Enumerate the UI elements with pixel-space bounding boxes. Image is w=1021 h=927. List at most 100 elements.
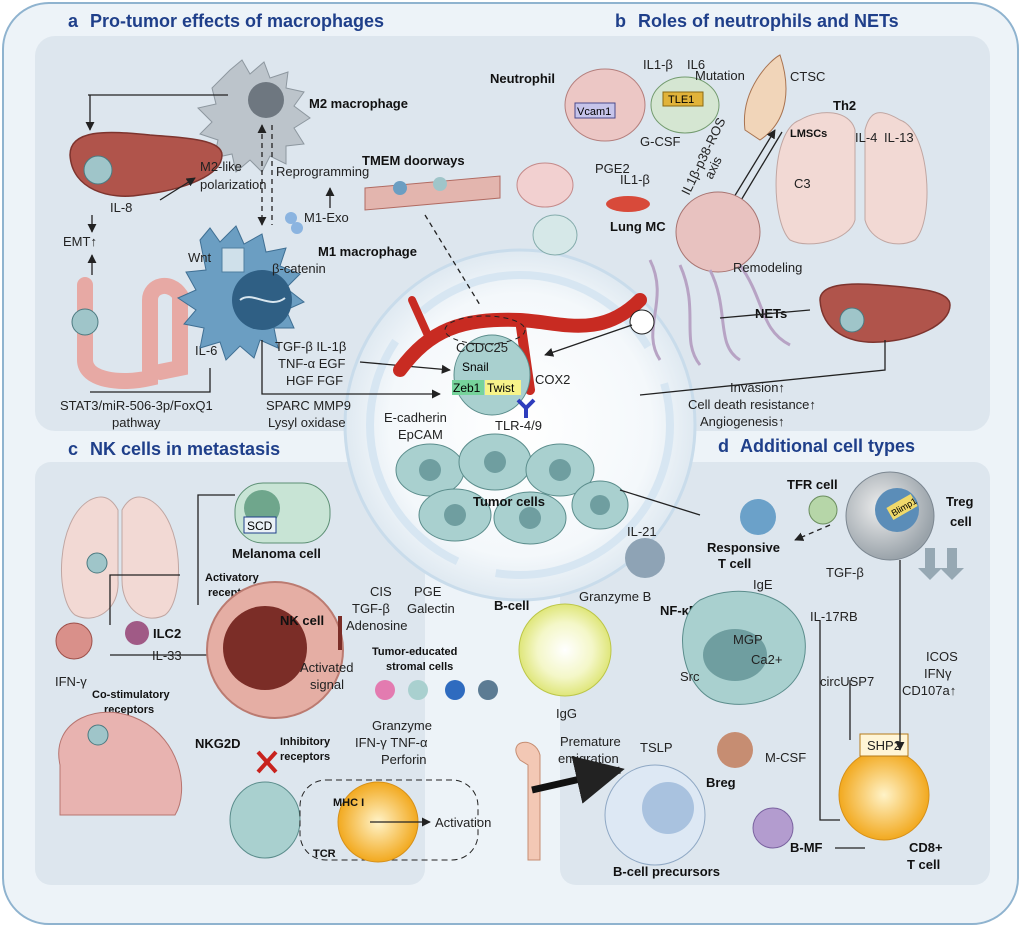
ifng-label-d: IFNγ [924,666,952,681]
m1-macrophage-label: M1 macrophage [318,244,417,259]
colon-icon [77,277,188,389]
lysyl-oxidase-label: Lysyl oxidase [268,415,346,430]
activated-label: Activated [300,660,353,675]
il13-label: IL-13 [884,130,914,145]
pathway-label: pathway [112,415,161,430]
inhibitory-label: Inhibitory [280,736,331,748]
ctsc-label: CTSC [790,69,825,84]
arrow-down-icon [918,548,942,580]
panel-b: Neutrophil Vcam1 IL1-β IL6 TLE1 G-CSF Mu… [490,54,951,429]
m2-macrophage-label: M2 macrophage [309,96,408,111]
lmscs-label: LMSCs [790,128,827,140]
galectin-label: Galectin [407,601,455,616]
scd-label: SCD [247,519,273,533]
tmem-vessel-icon [364,175,501,211]
angiogenesis-label: Angiogenesis↑ [700,414,785,429]
polarization-label: polarization [200,177,267,192]
igg-label: IgG [556,706,577,721]
tumor-niche-ring [366,271,674,579]
ifn-tnf-label: IFN-γ TNF-α [355,735,428,750]
tumor-cell-icon-c [229,781,301,859]
factors-line3: HGF FGF [286,373,343,388]
emigration-label: emigration [558,751,619,766]
mgp-label: MGP [733,632,763,647]
melanoma-cell-label: Melanoma cell [232,546,321,561]
responsive-label-2: T cell [718,556,751,571]
stromal-label-2: stromal cells [386,661,453,673]
inhibitory-label-2: receptors [280,751,330,763]
breg-label: Breg [706,775,736,790]
activatory-receptors-label: Activatory [205,572,260,584]
ifng-cell-icon [55,622,93,660]
tumor-mass-icon [395,433,629,545]
il4-label: IL-4 [855,130,877,145]
panel-a-title: Pro-tumor effects of macrophages [90,11,384,31]
tfr-cell-icon [808,495,838,525]
center-tumor: CCDC25 Snail Zeb1 Twist COX2 TLR-4/9 E-c… [384,293,647,545]
perforin-label: Perforin [381,752,427,767]
m1-exo-label: M1-Exo [304,210,349,225]
block-x-icon [256,750,278,774]
gcsf-label: G-CSF [640,134,681,149]
il21-label: IL-21 [627,524,657,539]
nets-fibers-icon [648,259,791,366]
snail-label: Snail [462,360,489,374]
cd107a-label: CD107a↑ [902,683,956,698]
lungs-icon [775,112,856,245]
panel-c-title: NK cells in metastasis [90,439,280,459]
tumor-cluster-icon [83,155,113,185]
b-mf-icon [752,807,794,849]
pge2-label: PGE2 [595,161,630,176]
cell-death-label: Cell death resistance↑ [688,397,816,412]
tslp-label: TSLP [640,740,673,755]
costim-label: Co-stimulatory [92,689,171,701]
wnt-receptor-icon [221,247,245,273]
lung-mc-icon [606,196,650,212]
pge2-cell-icon [516,162,574,208]
tumor-cells-label: Tumor cells [473,494,545,509]
ctsc-icon [743,54,787,141]
mhc-label: MHC I [333,797,364,809]
treg-label: Treg [946,494,974,509]
beta-catenin-label: β-catenin [272,261,326,276]
premature-label: Premature [560,734,621,749]
m1-macrophage-icon [176,225,305,361]
signal-label: signal [310,677,344,692]
remodeling-label: Remodeling [733,260,802,275]
emt-label: EMT↑ [63,234,97,249]
cd8-t-cell-icon [838,749,930,841]
cis-label: CIS [370,584,392,599]
th2-label: Th2 [833,98,856,113]
b-cell-precursors-label: B-cell precursors [613,864,720,879]
m2-macrophage-icon [197,59,311,173]
ifng-label: IFN-γ [55,674,87,689]
panel-c: SCD Melanoma cell Activatory receptors I… [55,482,498,863]
ccdc25-label: CCDC25 [456,340,508,355]
cd8-label: CD8+ [909,840,943,855]
panel-b-title: Roles of neutrophils and NETs [638,11,899,31]
cox2-label: COX2 [535,372,570,387]
responsive-label: Responsive [707,540,780,555]
panel-d-letter: d [718,436,729,456]
il1b-label: IL1-β [643,57,673,72]
wnt-label: Wnt [188,250,212,265]
sparc-label: SPARC MMP9 [266,398,351,413]
stromal-cell-icon [375,680,395,700]
factors-line1: TGF-β IL-1β [275,339,346,354]
t-cell-box [299,779,479,861]
breg-icon [717,732,753,768]
reprogramming-label: Reprogramming [276,164,369,179]
panel-b-letter: b [615,11,626,31]
cd8-t-cell-label: T cell [907,857,940,872]
src-label: Src [680,669,700,684]
il17rb-label: IL-17RB [810,609,858,624]
il8-label: IL-8 [110,200,132,215]
panel-d-title: Additional cell types [740,436,915,456]
il6-label-b: IL6 [687,57,705,72]
e-cadherin-label: E-cadherin [384,410,447,425]
icos-label: ICOS [926,649,958,664]
neutrophil-label: Neutrophil [490,71,555,86]
responsive-t-cell-icon [740,499,776,535]
twist-label: Twist [487,381,515,395]
